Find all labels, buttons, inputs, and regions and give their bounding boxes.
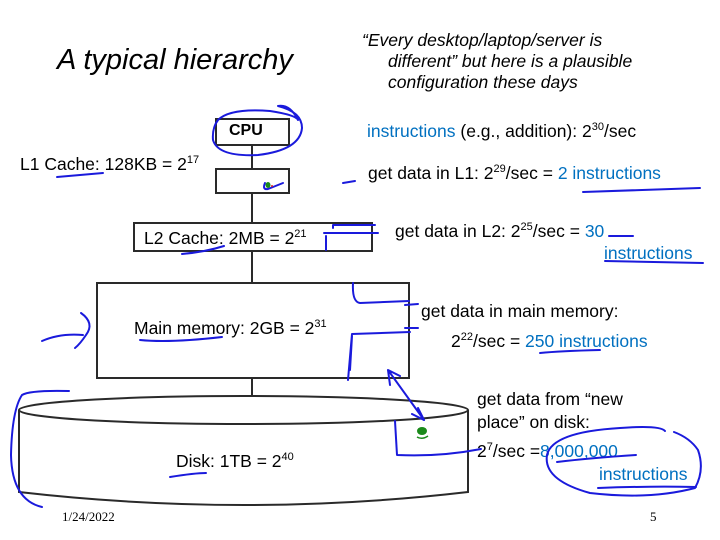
disk-label: Disk: 1TB = 240 (176, 451, 294, 472)
rate-main: 222/sec = 250 instructions (451, 331, 648, 352)
rate-main-text: 2 (451, 331, 461, 351)
rate-disk-value: 8,000,000 (540, 441, 618, 461)
main-memory-exp: 31 (314, 318, 327, 330)
l2-cache-label: L2 Cache: 2MB = 221 (144, 228, 307, 249)
slide-date: 1/24/2022 (62, 509, 115, 524)
rate-l2-value: 30 (584, 221, 605, 241)
rate-main-value: 250 instructions (525, 331, 648, 351)
rate-l2-exp: 25 (520, 221, 533, 233)
l1-cache-exp: 17 (186, 154, 200, 166)
rate-l2-value-2: instructions (604, 243, 693, 263)
rate-disk: 27/sec =8,000,000 (477, 441, 618, 462)
rate-disk-line1: get data from “new (477, 389, 623, 409)
rate-main-exp: 22 (460, 331, 473, 343)
l2-cache-exp: 21 (294, 228, 307, 240)
rate-instructions-exp: 30 (591, 121, 604, 133)
quote-line-2: different” but here is a plausible (388, 51, 633, 71)
rate-l1-exp: 29 (493, 163, 506, 175)
rate-disk-value-2: instructions (599, 464, 688, 484)
rate-instructions-text: (e.g., addition): 2 (455, 121, 592, 141)
main-memory-label: Main memory: 2GB = 231 (134, 318, 327, 339)
l1-cache-text: L1 Cache: 128KB = 2 (20, 154, 187, 174)
slide-title: A typical hierarchy (57, 44, 293, 76)
rate-l1-text: get data in L1: 2 (368, 163, 494, 183)
l1-cache-label: L1 Cache: 128KB = 217 (20, 154, 199, 175)
quote-line-1: “Every desktop/laptop/server is (362, 30, 603, 50)
rate-instructions-unit: /sec (603, 121, 637, 141)
rate-l2-unit: /sec = (532, 221, 585, 241)
rate-disk-unit: /sec = (492, 441, 541, 461)
disk-exp: 40 (281, 451, 294, 463)
rate-main-unit: /sec = (472, 331, 526, 351)
main-memory-text: Main memory: 2GB = 2 (134, 318, 315, 338)
rate-l1: get data in L1: 229/sec = 2 instructions (368, 163, 661, 184)
rate-l1-unit: /sec = (505, 163, 558, 183)
rate-l1-value: 2 instructions (557, 163, 661, 183)
slide-page-number: 5 (650, 509, 657, 524)
rate-instructions: instructions (e.g., addition): 230/sec (367, 121, 636, 142)
rate-main-line1: get data in main memory: (421, 301, 619, 321)
rate-l2: get data in L2: 225/sec = 30 (395, 221, 604, 242)
rate-disk-line2: place” on disk: (477, 412, 590, 432)
connector-line (251, 146, 253, 396)
quote-line-3: configuration these days (388, 72, 578, 92)
rate-instructions-word: instructions (367, 121, 456, 141)
quote: “Every desktop/laptop/server is differen… (362, 30, 632, 93)
disk-text: Disk: 1TB = 2 (176, 451, 282, 471)
rate-disk-exp: 7 (486, 441, 493, 453)
rate-l2-text: get data in L2: 2 (395, 221, 521, 241)
l2-cache-text: L2 Cache: 2MB = 2 (144, 228, 295, 248)
rate-disk-text: 2 (477, 441, 487, 461)
